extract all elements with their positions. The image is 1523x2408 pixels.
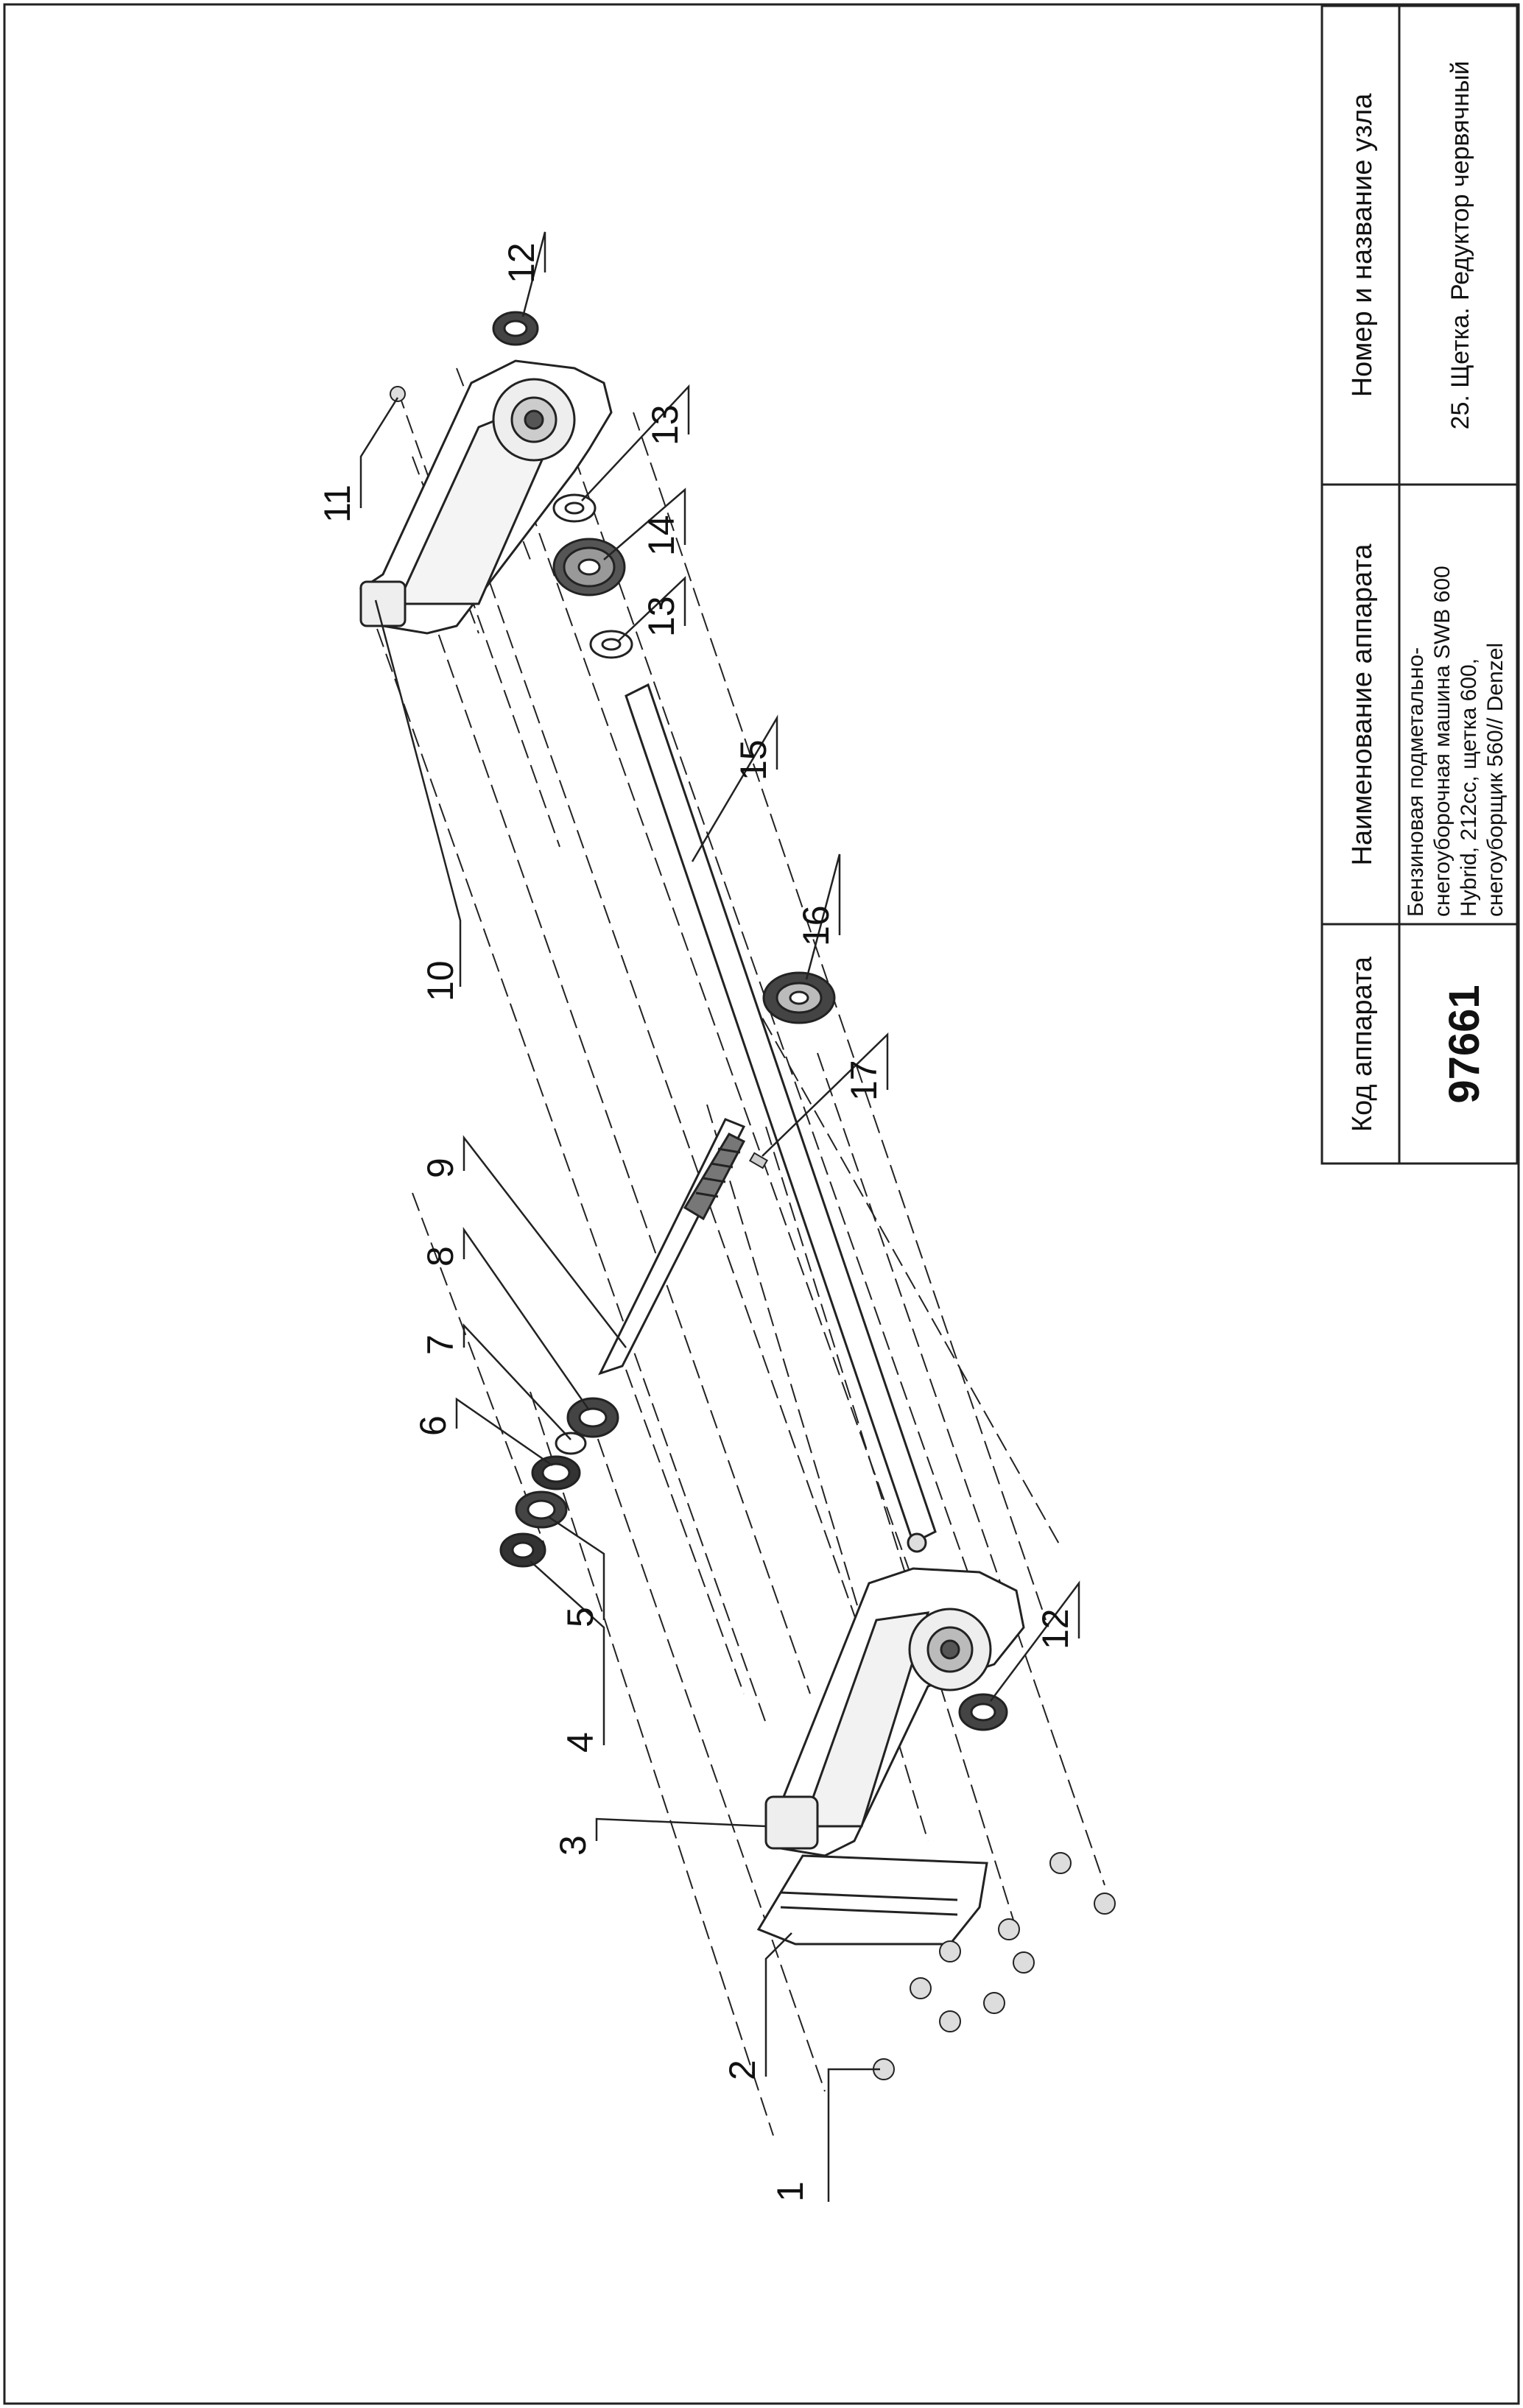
- bearing-16: [762, 971, 836, 1024]
- callout-16: 16: [795, 905, 837, 946]
- callout-3: 3: [552, 1835, 594, 1856]
- housing-left: [764, 1532, 1025, 1857]
- device-line-3: Hybrid, 212cc, щетка 600,: [1457, 658, 1481, 917]
- node-header: Номер и название узла: [1347, 93, 1378, 397]
- washer-13-upper: [552, 493, 597, 523]
- device-header: Наименование аппарата: [1347, 543, 1378, 866]
- callout-13-upper: 13: [644, 404, 686, 446]
- bearing-8: [566, 1397, 619, 1438]
- callout-13-lower: 13: [641, 596, 682, 637]
- callout-7: 7: [420, 1334, 461, 1355]
- device-line-1: Бензиновая подметально-: [1404, 647, 1428, 917]
- sheet-border: [3, 3, 1520, 2405]
- title-block-text: Номер и название узла 25. Щетка. Редукто…: [1347, 61, 1508, 1132]
- bracket-2: [756, 1854, 988, 1946]
- seal-12-bottom: [958, 1693, 1008, 1731]
- bearing-5: [515, 1490, 568, 1529]
- seal-12-top: [492, 311, 539, 346]
- seal-6: [531, 1455, 581, 1490]
- device-line-4: снегоуборщик 560// Denzel: [1483, 643, 1508, 917]
- shaft-15: [625, 683, 937, 1545]
- housing-right: [359, 359, 613, 635]
- callout-11: 11: [317, 485, 358, 523]
- seal-4: [499, 1532, 546, 1568]
- code-value: 97661: [1441, 985, 1488, 1103]
- callout-15: 15: [733, 739, 774, 781]
- worm-gear-14: [552, 538, 626, 596]
- callout-10: 10: [420, 960, 461, 1001]
- callout-14: 14: [641, 515, 682, 556]
- code-header: Код аппарата: [1347, 956, 1378, 1132]
- ring-7: [555, 1432, 587, 1455]
- node-value: 25. Щетка. Редуктор червячный: [1446, 61, 1474, 430]
- callout-12-bottom: 12: [1035, 1608, 1076, 1650]
- bolt-11: [390, 386, 406, 402]
- callout-2: 2: [722, 2060, 763, 2080]
- callout-17: 17: [843, 1060, 884, 1101]
- callout-labels: 1 2 3 4 5 6 7 8 9 10 11 12 12 13 13 14 1…: [317, 242, 1076, 2202]
- callout-leaders: [359, 231, 1080, 2202]
- callout-8: 8: [420, 1246, 461, 1267]
- callout-9: 9: [420, 1158, 461, 1178]
- title-block: [1320, 4, 1519, 1165]
- key-17: [748, 1152, 769, 1169]
- callout-6: 6: [412, 1415, 454, 1436]
- callout-5: 5: [560, 1607, 601, 1627]
- bolts-1: [873, 1852, 1116, 2080]
- worm-shaft-9: [598, 1118, 746, 1376]
- callout-12-top: 12: [501, 242, 542, 284]
- device-line-2: снегоуборочная машина SWB 600: [1430, 566, 1455, 917]
- callout-1: 1: [770, 2181, 811, 2202]
- callout-4: 4: [560, 1732, 601, 1753]
